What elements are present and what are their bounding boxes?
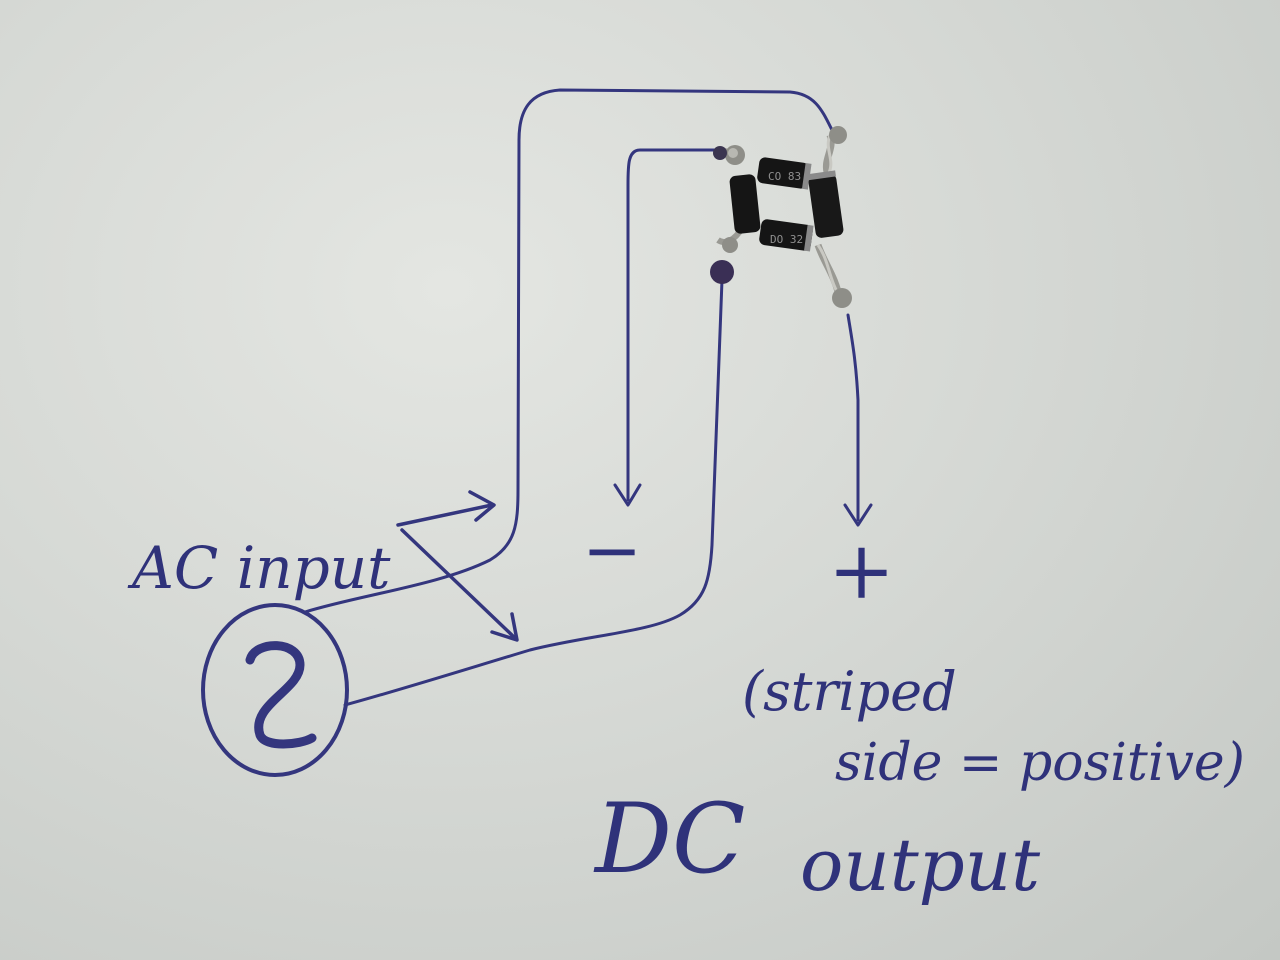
output-label: output [800, 823, 1041, 907]
striped-note-line2: side = positive) [835, 733, 1245, 793]
negative-arrow-head [613, 483, 642, 507]
negative-label: − [582, 508, 642, 592]
positive-arrow-head [843, 503, 873, 527]
ac-input-label: AC input [127, 534, 391, 602]
striped-note-line1: (striped [742, 660, 957, 723]
ac-input-pointer-arrows [396, 490, 519, 642]
negative-output-wire [626, 148, 722, 502]
diode-bridge: CO 83 DO 32 [710, 126, 852, 308]
positive-label: + [828, 524, 895, 617]
diode-marking-top: CO 83 [768, 170, 801, 183]
dc-label: DC [593, 783, 745, 895]
diode-marking-bottom: DO 32 [770, 233, 803, 246]
ac-wire-1 [303, 88, 834, 614]
positive-output-wire [846, 313, 860, 522]
ac-wire-2 [343, 278, 724, 707]
ac-source-symbol [201, 603, 349, 777]
